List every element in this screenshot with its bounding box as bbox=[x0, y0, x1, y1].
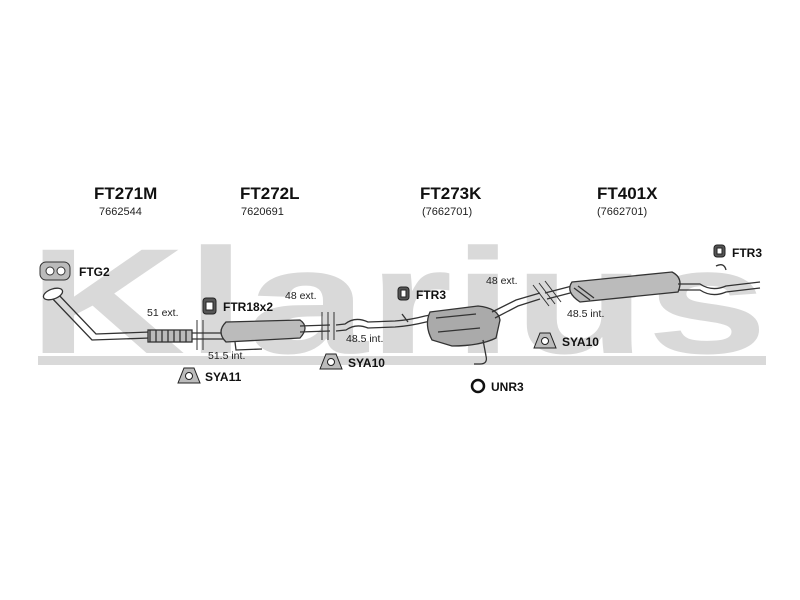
label-unr3: UNR3 bbox=[491, 380, 524, 394]
ftr3-right-bracket-icon bbox=[713, 244, 726, 258]
dimension-label-5: 48 ext. bbox=[486, 275, 518, 287]
sya10-right-mount-icon bbox=[533, 332, 557, 349]
dimension-label-3: 48 ext. bbox=[285, 290, 317, 302]
sya11-mount-icon bbox=[177, 367, 201, 384]
dimension-label-2: 51.5 int. bbox=[208, 350, 246, 362]
unr3-ring-icon bbox=[470, 378, 486, 394]
label-sya10-right: SYA10 bbox=[562, 335, 599, 349]
dimension-marks-2 bbox=[321, 312, 335, 340]
front-pipe-ft271m bbox=[42, 287, 212, 343]
ftr3-mid-bracket-icon bbox=[397, 286, 410, 301]
label-sya11: SYA11 bbox=[205, 370, 242, 384]
dimension-label-6: 48.5 int. bbox=[567, 308, 605, 320]
ftg2-gasket-icon bbox=[39, 261, 71, 281]
svg-text:Klarius: Klarius bbox=[28, 217, 768, 385]
part-code-ft401x: FT401X bbox=[597, 184, 658, 203]
klarius-watermark: Klarius bbox=[28, 217, 768, 385]
dimension-label-1: 51 ext. bbox=[147, 307, 179, 319]
dimension-label-4: 48.5 int. bbox=[346, 333, 384, 345]
ftr18x2-bracket-icon bbox=[202, 297, 217, 315]
part-number-ft273k: (7662701) bbox=[422, 206, 473, 218]
dimension-marks-1 bbox=[196, 320, 204, 350]
label-ftr3-right: FTR3 bbox=[732, 246, 762, 260]
tail-silencer-ft401x bbox=[544, 264, 761, 303]
part-code-ft272l: FT272L bbox=[240, 184, 300, 203]
rear-box-ft273k bbox=[335, 292, 541, 365]
sya10-left-mount-icon bbox=[319, 353, 343, 370]
part-number-ft271m: 7662544 bbox=[99, 206, 142, 218]
centre-section-ft272l bbox=[212, 319, 331, 351]
label-ftr3-mid: FTR3 bbox=[416, 288, 446, 302]
part-number-ft272l: 7620691 bbox=[241, 206, 284, 218]
label-ftr18x2: FTR18x2 bbox=[223, 300, 274, 314]
part-number-ft401x: (7662701) bbox=[597, 206, 648, 218]
label-sya10-left: SYA10 bbox=[348, 356, 385, 370]
part-code-ft273k: FT273K bbox=[420, 184, 482, 203]
label-ftg2: FTG2 bbox=[79, 265, 110, 279]
part-code-ft271m: FT271M bbox=[94, 184, 158, 203]
